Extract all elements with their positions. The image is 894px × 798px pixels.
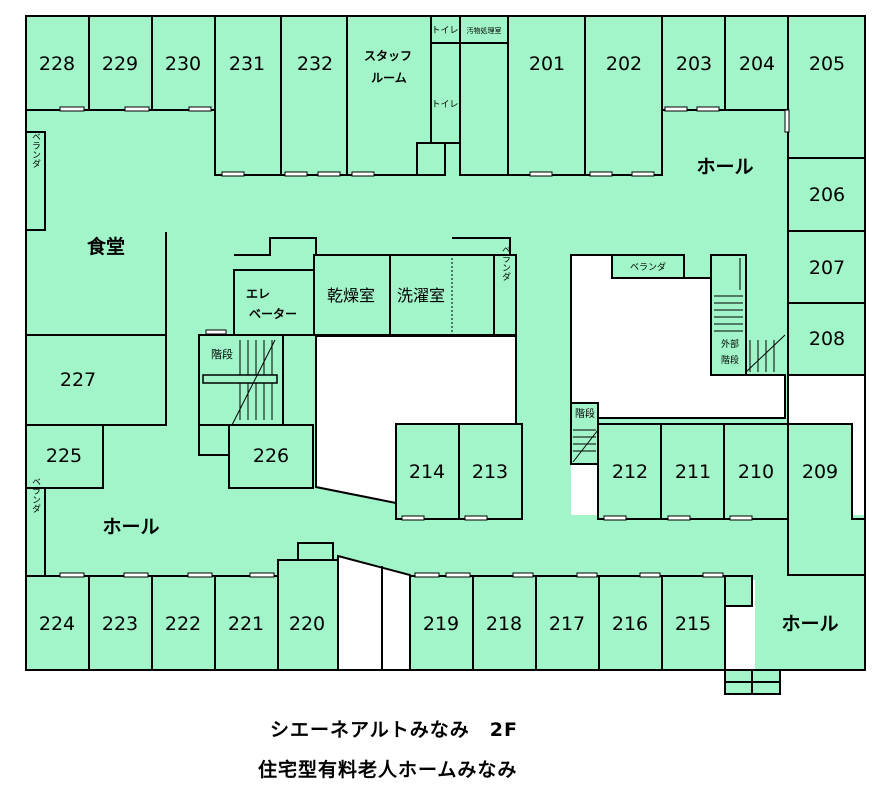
rooms — [25, 15, 866, 695]
room-202 — [584, 15, 663, 176]
label-elev-2: ベーター — [249, 307, 297, 321]
label-221: 221 — [228, 613, 264, 635]
label-220: 220 — [289, 613, 325, 635]
label-224: 224 — [39, 613, 75, 635]
label-227: 227 — [60, 369, 96, 391]
label-laundry: 洗濯室 — [397, 286, 445, 305]
label-204: 204 — [739, 53, 775, 75]
label-229: 229 — [102, 53, 138, 75]
label-208: 208 — [809, 328, 845, 350]
room-215 — [661, 575, 726, 671]
room-208 — [787, 302, 866, 376]
label-stairs-left: 階段 — [211, 347, 233, 361]
floor-plan: 228 229 230 231 232 201 202 203 204 205 … — [25, 15, 866, 695]
label-217: 217 — [549, 613, 585, 635]
label-231: 231 — [229, 53, 265, 75]
room-220 — [277, 559, 339, 671]
label-elev-1: エレ — [246, 287, 270, 301]
label-219: 219 — [423, 613, 459, 635]
room-211 — [660, 423, 725, 520]
room-218 — [472, 575, 537, 671]
label-206: 206 — [809, 184, 845, 206]
label-ext-stair-1: 外部 — [721, 338, 739, 350]
label-228: 228 — [39, 53, 75, 75]
label-veranda-right: ベランダ — [630, 261, 666, 273]
label-dining: 食堂 — [87, 235, 125, 258]
room-206 — [787, 157, 866, 232]
label-230: 230 — [165, 53, 201, 75]
room-225 — [25, 424, 104, 489]
walls — [25, 15, 866, 695]
label-veranda-left-top: ベランダ — [30, 132, 41, 168]
label-232: 232 — [297, 53, 333, 75]
label-ext-stair-2: 階段 — [721, 354, 739, 366]
room-229 — [88, 15, 153, 111]
label-214: 214 — [409, 461, 445, 483]
label-207: 207 — [809, 257, 845, 279]
elevator — [233, 269, 315, 336]
label-202: 202 — [606, 53, 642, 75]
label-205: 205 — [809, 53, 845, 75]
label-222: 222 — [165, 613, 201, 635]
label-stairs-mid: 階段 — [575, 407, 595, 420]
label-veranda-left-bottom: ベランダ — [30, 477, 41, 513]
caption-facility-floor: シエーネアルトみなみ 2F — [270, 719, 519, 741]
label-hall-left: ホール — [102, 516, 159, 538]
label-225: 225 — [46, 445, 82, 467]
label-toilet-1: トイレ — [431, 26, 458, 36]
stairs-left-box — [198, 334, 284, 426]
toilet-2 — [430, 42, 461, 144]
label-hall-bottom: ホール — [781, 613, 838, 635]
label-226: 226 — [253, 445, 289, 467]
label-dirty: 汚物処理室 — [467, 26, 502, 35]
label-215: 215 — [675, 613, 711, 635]
label-209: 209 — [802, 461, 838, 483]
room-212 — [597, 423, 662, 520]
room-205 — [787, 15, 866, 159]
label-dryer: 乾燥室 — [327, 286, 375, 305]
room-203 — [661, 15, 726, 111]
label-toilet-2: トイレ — [431, 100, 458, 110]
room-231 — [214, 15, 282, 176]
label-210: 210 — [738, 461, 774, 483]
caption-facility-type: 住宅型有料老人ホームみなみ — [258, 759, 518, 781]
label-201: 201 — [529, 53, 565, 75]
label-staff-1: スタッフ — [364, 49, 412, 63]
label-veranda-mid: ベランダ — [500, 245, 511, 281]
room-230 — [151, 15, 216, 111]
room-216 — [598, 575, 663, 671]
windows — [59, 106, 790, 578]
courtyards — [315, 254, 786, 671]
room-222 — [151, 575, 216, 671]
label-216: 216 — [612, 613, 648, 635]
room-232 — [280, 15, 348, 176]
corridor-notch — [459, 42, 509, 176]
label-hall-top: ホール — [696, 156, 753, 178]
room-213 — [458, 423, 523, 520]
label-213: 213 — [472, 461, 508, 483]
labels: 228 229 230 231 232 201 202 203 204 205 … — [30, 26, 845, 635]
room-219 — [409, 575, 474, 671]
stairs-mid — [570, 402, 599, 465]
laundry-room — [389, 254, 495, 336]
label-218: 218 — [486, 613, 522, 635]
room-201 — [507, 15, 586, 176]
stairs — [202, 258, 786, 463]
label-203: 203 — [676, 53, 712, 75]
veranda-right — [611, 254, 685, 279]
room-227 — [25, 334, 167, 426]
label-211: 211 — [675, 461, 711, 483]
label-staff-2: ルーム — [371, 71, 407, 85]
room-209 — [787, 423, 866, 576]
label-212: 212 — [612, 461, 648, 483]
room-224 — [25, 575, 90, 671]
label-223: 223 — [102, 613, 138, 635]
